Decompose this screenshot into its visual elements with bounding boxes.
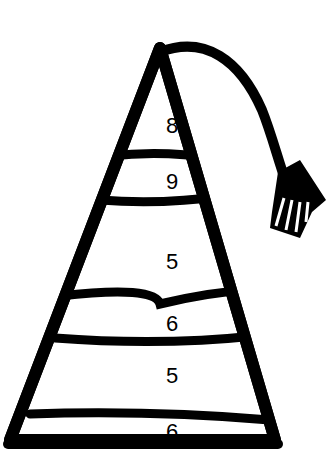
hat-brim [8,439,278,449]
callout-number: 8 [166,115,178,137]
tassel-strands [276,198,308,232]
hat-outline-front [10,48,275,440]
callout-number: 6 [166,421,178,443]
hat-outline [10,48,275,440]
tassel-fringe [270,160,326,238]
callout-number: 9 [166,171,178,193]
callout-number: 5 [166,251,178,273]
callout-number: 6 [166,313,178,335]
callout-number: 5 [166,365,178,387]
